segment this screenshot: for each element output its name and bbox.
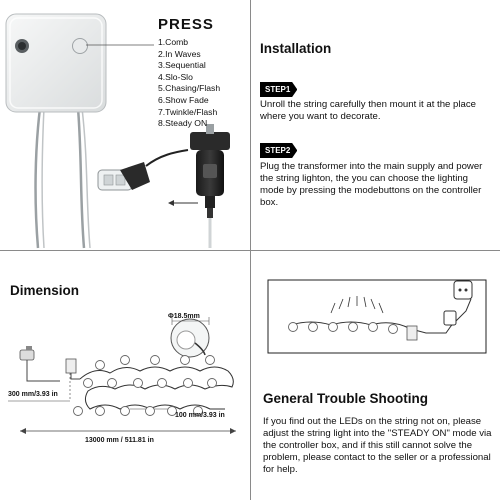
mode-item: 8.Steady ON bbox=[158, 118, 208, 129]
string-bulb-group bbox=[288, 322, 398, 334]
mode-item: 1.Comb bbox=[158, 37, 189, 47]
horizontal-divider bbox=[0, 250, 500, 251]
step2-badge: STEP2 bbox=[260, 143, 298, 158]
string-illustration bbox=[267, 279, 487, 354]
bulb-icon bbox=[150, 355, 160, 365]
bulb-icon bbox=[167, 406, 177, 416]
bulb-icon bbox=[388, 324, 398, 334]
wall-socket-icon bbox=[453, 280, 473, 300]
bulb-icon bbox=[328, 322, 338, 332]
bulb-icon bbox=[107, 378, 117, 388]
mini-controller-icon bbox=[65, 358, 77, 374]
bulb-icon bbox=[95, 406, 105, 416]
bulb-icon bbox=[288, 322, 298, 332]
bulb-icon bbox=[308, 322, 318, 332]
mode-list: 1.Comb 2.In Waves 3.Sequential 4.Slo-Slo… bbox=[158, 37, 220, 130]
mode-item: 6.Show Fade bbox=[158, 94, 209, 105]
bulb-icon bbox=[145, 406, 155, 416]
adapter-icon bbox=[443, 310, 457, 326]
glow-rays bbox=[330, 296, 384, 314]
plug-icon bbox=[19, 346, 35, 361]
controller-illustration bbox=[5, 13, 230, 249]
mode-item: 2.In Waves bbox=[158, 48, 201, 59]
bulb-icon bbox=[83, 378, 93, 388]
dimension-diagram bbox=[8, 317, 236, 434]
mode-item: 4.Slo-Slo bbox=[158, 71, 193, 82]
installation-title: Installation bbox=[260, 41, 332, 56]
mini-controller-icon bbox=[406, 325, 418, 341]
bulb-icon bbox=[348, 322, 358, 332]
controller-box bbox=[5, 13, 107, 113]
bulb-icon bbox=[205, 355, 215, 365]
power-button-icon bbox=[72, 38, 88, 54]
bulb-icon bbox=[120, 355, 130, 365]
mode-item: 5.Chasing/Flash bbox=[158, 83, 221, 94]
power-adapter-icon bbox=[190, 124, 230, 248]
total-length-label: 13000 mm / 511.81 in bbox=[85, 437, 154, 444]
connector-icon bbox=[97, 149, 189, 191]
bulb-icon bbox=[183, 378, 193, 388]
trouble-title: General Trouble Shooting bbox=[263, 391, 429, 406]
dimension-title: Dimension bbox=[10, 283, 80, 298]
lead-length-label: 300 mm/3.93 in bbox=[8, 391, 58, 398]
bulb-spacing-label: 100 mm/3.93 in bbox=[175, 412, 225, 419]
step1-text: Unroll the string carefully then mount i… bbox=[260, 99, 476, 122]
bulb-group bbox=[73, 355, 217, 416]
mode-item: 3.Sequential bbox=[158, 60, 206, 71]
bulb-diameter-label: Φ18.5mm bbox=[168, 313, 200, 320]
bulb-icon bbox=[193, 406, 203, 416]
bulb-zoom-icon bbox=[170, 317, 210, 358]
bulb-icon bbox=[73, 406, 83, 416]
step2-text: Plug the transformer into the main suppl… bbox=[260, 161, 483, 208]
mode-button-icon bbox=[15, 39, 29, 53]
press-title: PRESS bbox=[158, 16, 214, 33]
bulb-icon bbox=[120, 406, 130, 416]
arrow-left-icon bbox=[168, 200, 198, 206]
step1-badge: STEP1 bbox=[260, 82, 298, 97]
trouble-text: If you find out the LEDs on the string n… bbox=[263, 416, 492, 475]
bulb-icon bbox=[95, 360, 105, 370]
bulb-icon bbox=[368, 322, 378, 332]
bulb-icon bbox=[180, 355, 190, 365]
bulb-icon bbox=[157, 378, 167, 388]
bulb-icon bbox=[207, 378, 217, 388]
dimension-lines bbox=[8, 373, 236, 434]
mode-item: 7.Twinkle/Flash bbox=[158, 106, 218, 117]
bulb-icon bbox=[133, 378, 143, 388]
